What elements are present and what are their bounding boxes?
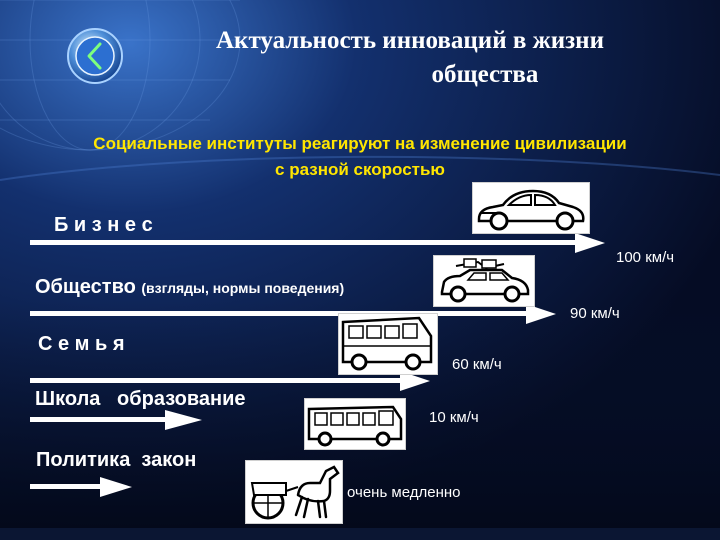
title-line-2: общества <box>431 61 539 88</box>
arrow-business <box>30 233 605 253</box>
label-politics: Политика закон <box>36 449 197 471</box>
car-with-luggage-icon <box>440 258 530 303</box>
speed-business: 100 км/ч <box>616 249 675 266</box>
slide-title: Актуальность инноваций в жизни общества <box>150 24 670 92</box>
subtitle-line-1: Социальные институты реагируют на измене… <box>93 134 627 153</box>
speed-family: 60 км/ч <box>452 356 502 373</box>
horse-cart-picture <box>245 460 343 524</box>
subtitle-line-2: с разной скоростью <box>275 160 445 179</box>
label-business: Б и з н е с <box>54 214 153 236</box>
chevron-left-icon <box>87 42 102 70</box>
old-bus-icon <box>307 405 403 447</box>
speed-society: 90 км/ч <box>570 305 620 322</box>
car-icon <box>477 189 585 231</box>
arrow-politics <box>30 477 132 497</box>
arrow-society <box>30 304 556 324</box>
label-society-note: (взгляды, нормы поведения) <box>141 280 345 296</box>
arrow-family <box>30 371 430 391</box>
arrow-school <box>30 410 202 430</box>
bus-icon <box>341 316 433 371</box>
bus-picture <box>338 313 438 375</box>
title-line-1: Актуальность инноваций в жизни <box>216 27 604 54</box>
back-button[interactable] <box>66 27 124 85</box>
horse-cart-icon <box>250 465 340 520</box>
slide-subtitle: Социальные институты реагируют на измене… <box>20 131 700 183</box>
label-school: Школа образование <box>35 388 246 410</box>
label-society-main: Общество <box>35 276 136 298</box>
car-luggage-picture <box>433 255 535 307</box>
label-family: С е м ь я <box>38 333 125 355</box>
speed-school: 10 км/ч <box>429 409 479 426</box>
label-society: Общество (взгляды, нормы поведения) <box>35 276 344 299</box>
old-bus-picture <box>304 398 406 450</box>
car-picture <box>472 182 590 234</box>
speed-politics: очень медленно <box>347 484 461 501</box>
